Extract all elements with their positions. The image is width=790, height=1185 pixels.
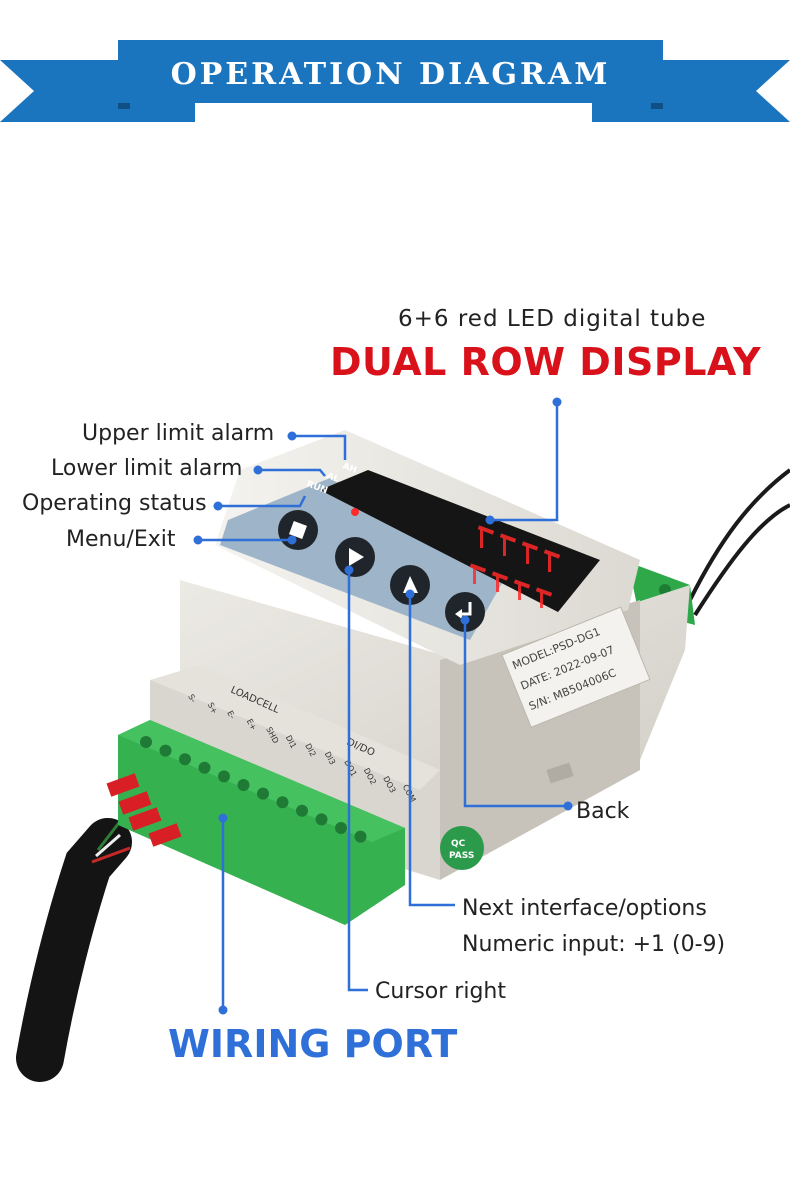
banner-center xyxy=(118,40,663,103)
callout-next-line xyxy=(408,594,455,907)
callout-cursor-line xyxy=(347,570,368,992)
terminal-screw xyxy=(237,779,250,791)
terminal-screw xyxy=(335,822,347,834)
pin-label-e-: E- xyxy=(225,709,237,720)
title-banner xyxy=(0,40,790,122)
display-headline: DUAL ROW DISPLAY xyxy=(330,340,762,384)
qc-pass-stamp: QC PASS xyxy=(440,826,484,870)
label-lower-limit-alarm: Lower limit alarm xyxy=(51,456,243,481)
qc-stamp-bottom: PASS xyxy=(449,851,474,861)
terminal-screw xyxy=(140,736,152,748)
terminal-screw xyxy=(296,804,308,817)
display-subtitle: 6+6 red LED digital tube xyxy=(398,306,707,332)
terminal-screw xyxy=(257,787,269,800)
terminal-screw xyxy=(198,761,211,774)
label-menu-exit: Menu/Exit xyxy=(66,527,176,552)
indicator-al: AL xyxy=(325,471,341,485)
led-window xyxy=(320,470,600,612)
label-numeric-input: Numeric input: +1 (0-9) xyxy=(462,932,726,957)
terminal-screw xyxy=(179,753,191,766)
terminal-screws xyxy=(140,736,367,843)
label-next-interface: Next interface/options xyxy=(462,896,707,921)
label-upper-limit-alarm: Upper limit alarm xyxy=(82,421,275,446)
led-digits-row2 xyxy=(469,563,553,608)
callout-lines xyxy=(198,402,568,1010)
menu-exit-button xyxy=(278,510,318,550)
page-title: OPERATION DIAGRAM xyxy=(170,57,611,92)
callout-dots xyxy=(193,397,573,1015)
terminal-label-area xyxy=(150,665,440,790)
callout-operating-status-line xyxy=(218,495,307,508)
callout-back-line xyxy=(463,620,568,808)
cursor-right-button xyxy=(335,537,375,577)
terminal-screw xyxy=(218,770,230,783)
label-cursor-right: Cursor right xyxy=(375,979,507,1004)
terminal-screw xyxy=(276,796,289,809)
callout-upper-alarm-line xyxy=(292,434,347,460)
next-interface-button xyxy=(390,565,430,605)
green-terminal-block xyxy=(118,720,405,925)
wire-ferrules xyxy=(106,773,182,847)
callout-display-line xyxy=(490,402,559,522)
sensor-cable xyxy=(16,818,132,1082)
label-wiring-port: WIRING PORT xyxy=(168,1022,458,1066)
model-sticker: MODEL:PSD-DG1 DATE: 2022-09-07 S/N: MB50… xyxy=(501,606,651,728)
label-back: Back xyxy=(576,799,630,824)
indicator-ah: AH xyxy=(341,461,358,475)
terminal-screw xyxy=(354,830,367,843)
qc-stamp-top: QC xyxy=(451,839,466,849)
pin-label-s-: S- xyxy=(186,693,198,704)
label-operating-status: Operating status xyxy=(22,491,207,516)
terminal-screw xyxy=(315,813,328,826)
terminal-screw xyxy=(159,744,172,757)
back-button xyxy=(445,592,485,632)
callout-lower-alarm-line xyxy=(258,468,326,477)
right-wires xyxy=(688,468,790,601)
led-digits-row1 xyxy=(477,525,561,572)
